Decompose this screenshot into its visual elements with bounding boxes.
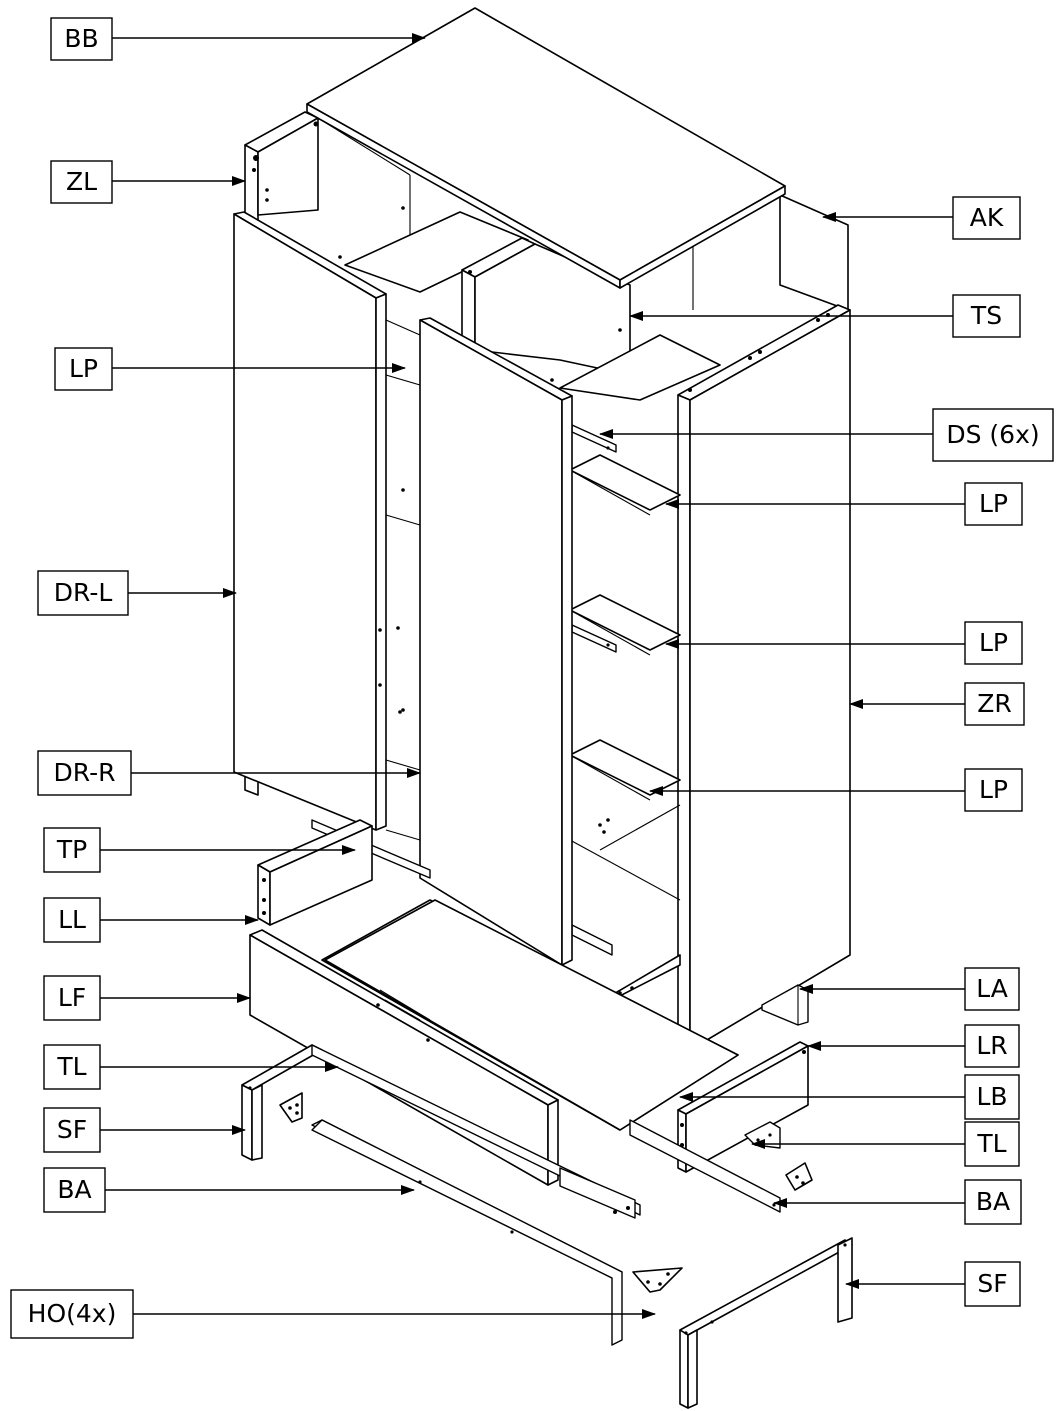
label-tl-2-text: TL bbox=[976, 1129, 1006, 1158]
top-board bbox=[306, 7, 786, 289]
label-ds-text: DS (6x) bbox=[946, 420, 1039, 449]
label-lb-text: LB bbox=[976, 1082, 1007, 1111]
label-zr-text: ZR bbox=[977, 689, 1012, 718]
label-ho-text: HO(4x) bbox=[28, 1299, 117, 1328]
right-side-panel bbox=[677, 194, 851, 1051]
label-ba-2-text: BA bbox=[976, 1187, 1010, 1216]
label-dr-l-text: DR-L bbox=[54, 578, 113, 607]
label-ts-text: TS bbox=[970, 301, 1002, 330]
drawer-bottom bbox=[324, 899, 739, 1131]
label-ba-2: BA bbox=[964, 1179, 1022, 1225]
label-lp-2-text: LP bbox=[979, 489, 1008, 518]
label-lp-1-text: LP bbox=[69, 354, 98, 383]
drawer-front bbox=[249, 929, 559, 1186]
label-tl-1: TL bbox=[43, 1044, 101, 1090]
label-lp-4: LP bbox=[964, 768, 1023, 812]
label-lf-text: LF bbox=[58, 983, 86, 1012]
label-tp-text: TP bbox=[56, 835, 87, 864]
shelf-supports bbox=[571, 424, 617, 956]
left-door bbox=[233, 211, 425, 841]
label-lp-1: LP bbox=[54, 347, 113, 391]
label-ba-1: BA bbox=[43, 1167, 106, 1213]
label-lp-2: LP bbox=[964, 482, 1023, 526]
label-bb-text: BB bbox=[64, 24, 98, 53]
label-la: LA bbox=[964, 967, 1020, 1011]
label-tp: TP bbox=[43, 827, 101, 873]
label-zr: ZR bbox=[964, 682, 1025, 726]
label-ba-1-text: BA bbox=[57, 1175, 91, 1204]
label-ak-text: AK bbox=[970, 203, 1004, 232]
label-la-text: LA bbox=[976, 974, 1008, 1003]
label-lp-3-text: LP bbox=[979, 628, 1008, 657]
label-ts: TS bbox=[952, 294, 1021, 338]
label-lp-4-text: LP bbox=[979, 775, 1008, 804]
right-shelves bbox=[559, 334, 721, 901]
wardrobe-drawing bbox=[233, 7, 853, 1409]
label-ak: AK bbox=[952, 196, 1021, 240]
label-ds: DS (6x) bbox=[932, 408, 1054, 462]
label-sf-2: SF bbox=[964, 1261, 1021, 1307]
label-sf-1-text: SF bbox=[57, 1115, 87, 1144]
label-bb: BB bbox=[50, 17, 113, 61]
label-lp-3: LP bbox=[964, 621, 1023, 665]
label-lb: LB bbox=[964, 1074, 1020, 1120]
label-lr: LR bbox=[964, 1024, 1020, 1068]
label-zl: ZL bbox=[50, 160, 113, 204]
label-ll-text: LL bbox=[58, 905, 86, 934]
right-door bbox=[419, 317, 573, 966]
label-ho: HO(4x) bbox=[10, 1289, 134, 1339]
label-tl-2: TL bbox=[964, 1121, 1020, 1167]
label-sf-1: SF bbox=[43, 1107, 101, 1153]
leader-lines bbox=[100, 33, 965, 1319]
base-frame bbox=[241, 1044, 853, 1409]
label-tl-1-text: TL bbox=[56, 1052, 86, 1081]
label-sf-2-text: SF bbox=[977, 1269, 1007, 1298]
label-zl-text: ZL bbox=[66, 167, 97, 196]
label-dr-r-text: DR-R bbox=[54, 758, 116, 787]
label-dr-l: DR-L bbox=[37, 570, 129, 616]
label-lr-text: LR bbox=[976, 1031, 1007, 1060]
label-ll: LL bbox=[43, 897, 101, 943]
drawer-runner bbox=[761, 984, 809, 1026]
label-dr-r: DR-R bbox=[37, 750, 132, 796]
label-lf: LF bbox=[43, 975, 101, 1021]
drawer-left-side bbox=[257, 819, 373, 926]
